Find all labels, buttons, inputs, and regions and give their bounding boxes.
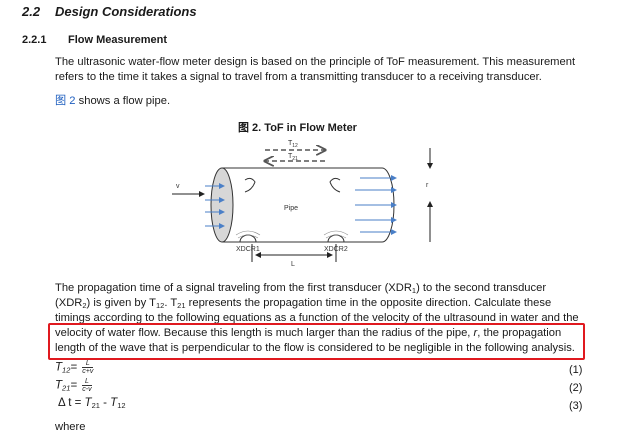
para2: 图 2 shows a flow pipe. [55,94,170,110]
pipe-end [210,167,234,243]
para3-line3: timings according to the following equat… [55,312,579,324]
equation-2-number: (2) [569,382,583,394]
section-title: Design Considerations [55,4,197,19]
l-label: L [291,261,295,268]
equation-3: Δ t = T21 - T12 [58,397,126,410]
para2-text: shows a flow pipe. [75,95,171,107]
where-text: where [55,421,86,433]
t21-label: T21 [288,153,298,162]
section-number: 2.2 [22,4,41,19]
para3-line2: (XDR2) is given by T12. T21 represents t… [55,297,552,310]
r-label: r [426,182,429,189]
flow-meter-diagram: T12 T21 v r Pipe XDCR1 XDCR2 L [172,140,433,268]
para3-line4: velocity of water flow. Because this len… [55,327,562,339]
pipe-label: Pipe [284,205,298,212]
subsection-number: 2.2.1 [22,34,47,46]
highlight-box [48,323,585,360]
para1-line2: refers to the time it takes a signal to … [55,71,542,83]
t12-label: T12 [288,140,298,149]
v-label: v [176,183,180,190]
figure-title: 图 2. ToF in Flow Meter [238,122,357,134]
para1-line1: The ultrasonic water-flow meter design i… [55,56,576,68]
figure-link[interactable]: 图 2 [55,95,76,107]
para3-line1: The propagation time of a signal traveli… [55,282,547,295]
subsection-title: Flow Measurement [68,34,168,46]
equation-3-number: (3) [569,400,583,412]
equation-1-number: (1) [569,364,583,376]
xdcr1-label: XDCR1 [236,246,260,253]
para3-line5: length of the wave that is perpendicular… [55,342,575,354]
